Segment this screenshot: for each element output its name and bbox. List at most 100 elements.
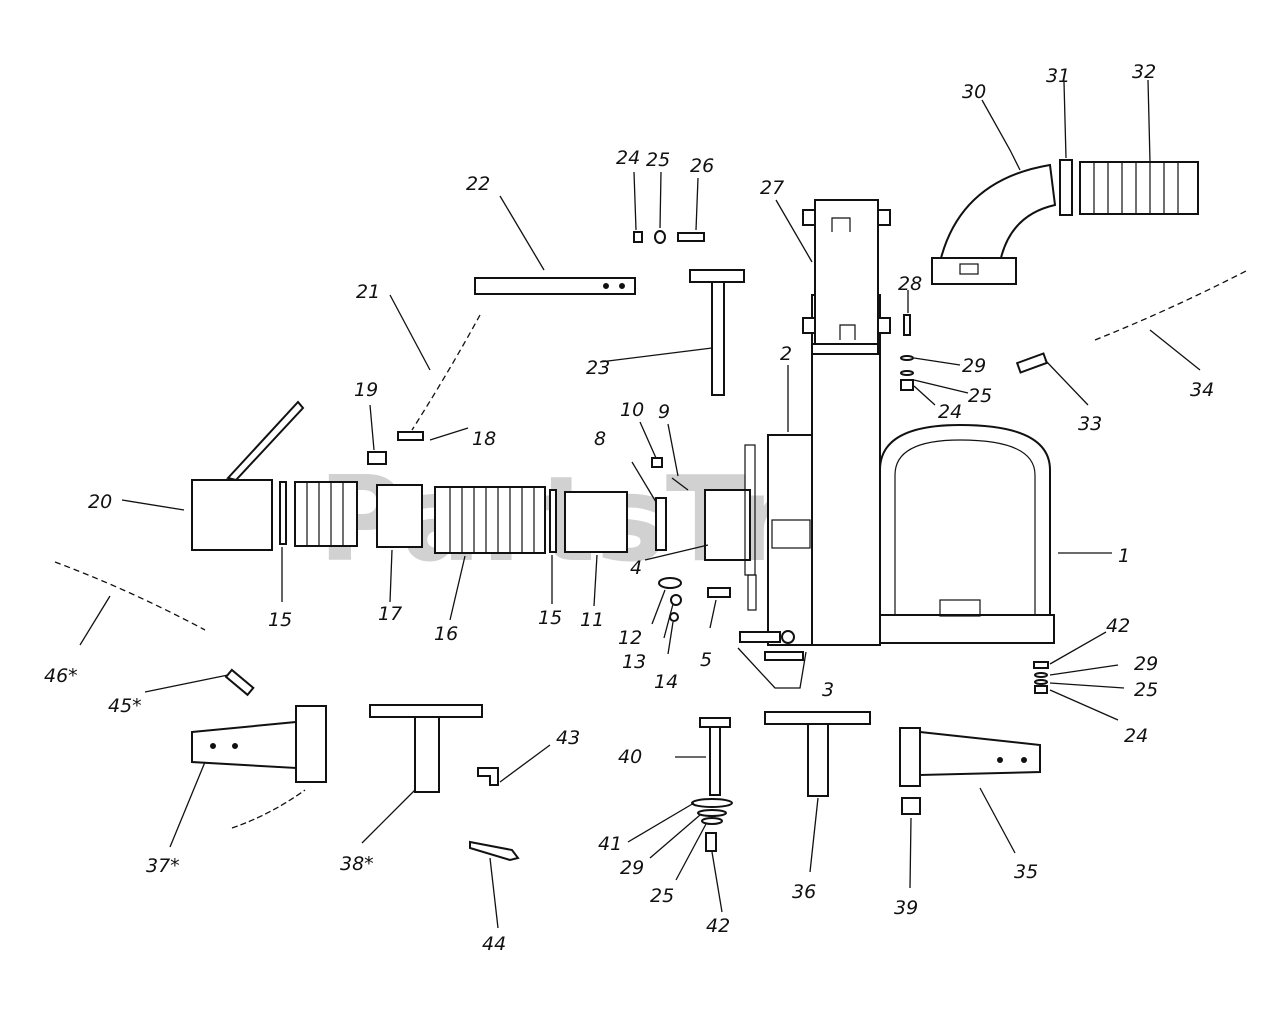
callout-24-top: 24 xyxy=(616,147,640,169)
callout-27: 27 xyxy=(760,177,784,199)
callout-25-lower: 25 xyxy=(650,885,674,907)
part-hose-segment xyxy=(294,481,358,547)
part-19-nut xyxy=(367,451,387,465)
callout-10: 10 xyxy=(620,399,644,421)
part-44-pin xyxy=(469,840,520,862)
part-15-gasket-right xyxy=(549,489,557,553)
part-30-chute xyxy=(931,163,1057,285)
part-25-washer-top xyxy=(654,230,666,244)
part-42-bolt-stack-right xyxy=(1033,661,1049,694)
part-31-gasket xyxy=(1059,159,1073,216)
callout-23: 23 xyxy=(586,357,610,379)
callout-13: 13 xyxy=(622,651,646,673)
callout-25-right: 25 xyxy=(1134,679,1158,701)
part-46-chain xyxy=(54,561,206,631)
callout-2: 2 xyxy=(780,343,792,365)
part-15-gasket-left xyxy=(279,481,287,545)
callout-17: 17 xyxy=(378,603,402,625)
callout-43: 43 xyxy=(556,727,580,749)
callout-15-left: 15 xyxy=(268,609,292,631)
part-39-pad xyxy=(901,797,921,815)
callout-25-top: 25 xyxy=(646,149,670,171)
callout-29-right: 29 xyxy=(1134,653,1158,675)
callout-16: 16 xyxy=(434,623,458,645)
callout-9: 9 xyxy=(658,401,670,423)
callout-36: 36 xyxy=(792,881,816,903)
part-10-clip xyxy=(651,457,663,468)
callout-4: 4 xyxy=(630,557,642,579)
part-20-box xyxy=(191,400,305,551)
part-32-hose xyxy=(1079,161,1199,215)
callout-26: 26 xyxy=(690,155,714,177)
part-9-pin xyxy=(671,477,689,491)
callout-30: 30 xyxy=(962,81,986,103)
part-28-bolt-stack xyxy=(900,314,914,391)
part-36-support xyxy=(764,711,871,797)
part-18-pin xyxy=(397,431,424,441)
callout-33: 33 xyxy=(1078,413,1102,435)
part-35-bracket xyxy=(899,727,1041,787)
callout-42-right: 42 xyxy=(1106,615,1130,637)
callout-31: 31 xyxy=(1046,65,1070,87)
part-27-bracket xyxy=(802,199,891,355)
part-11-box xyxy=(564,491,628,553)
part-22-bar xyxy=(474,277,636,295)
callout-37: 37* xyxy=(146,855,180,877)
part-14-nut xyxy=(669,612,679,622)
callout-5: 5 xyxy=(700,649,712,671)
callout-34: 34 xyxy=(1190,379,1214,401)
part-3-bolts xyxy=(739,630,804,661)
callout-19: 19 xyxy=(354,379,378,401)
part-21-chain xyxy=(411,314,481,431)
part-41-washer-stack xyxy=(691,798,733,852)
part-4-housing xyxy=(704,434,813,646)
callout-12: 12 xyxy=(618,627,642,649)
callout-32: 32 xyxy=(1132,61,1156,83)
callout-42-lower: 42 xyxy=(706,915,730,937)
part-45-turnbuckle xyxy=(224,668,255,697)
part-40-pin xyxy=(699,717,731,796)
callout-24-right: 24 xyxy=(1124,725,1148,747)
callout-24-upper: 24 xyxy=(938,401,962,423)
callout-28: 28 xyxy=(898,273,922,295)
callout-39: 39 xyxy=(894,897,918,919)
callout-38: 38* xyxy=(340,853,374,875)
callout-14: 14 xyxy=(654,671,678,693)
part-37-hitch xyxy=(191,705,327,829)
callout-35: 35 xyxy=(1014,861,1038,883)
part-26-bolt xyxy=(677,232,705,242)
part-8-rod xyxy=(655,497,667,551)
callout-41: 41 xyxy=(598,833,622,855)
part-38-bracket xyxy=(369,704,483,793)
part-16-hose xyxy=(434,486,546,554)
callout-40: 40 xyxy=(618,746,642,768)
callout-46: 46* xyxy=(44,665,78,687)
callout-18: 18 xyxy=(472,428,496,450)
part-17-sleeve xyxy=(376,484,423,548)
part-13-washer xyxy=(670,594,682,606)
part-12-washer xyxy=(658,577,682,589)
part-23-post xyxy=(689,269,745,396)
callout-21: 21 xyxy=(356,281,380,303)
callout-25-upper: 25 xyxy=(968,385,992,407)
part-1-frame xyxy=(877,423,1055,644)
callout-15-right: 15 xyxy=(538,607,562,629)
callout-labels: 1 2 3 4 5 8 9 10 11 12 13 14 15 15 16 17… xyxy=(44,61,1214,955)
callout-8: 8 xyxy=(594,428,606,450)
callout-45: 45* xyxy=(108,695,142,717)
callout-11: 11 xyxy=(580,609,604,631)
callout-29-upper: 29 xyxy=(962,355,986,377)
part-5-bolt xyxy=(707,587,731,598)
part-34-chain xyxy=(1094,269,1249,341)
leader-lines xyxy=(79,79,1201,929)
part-24-nut-top xyxy=(633,231,643,243)
callout-29-lower: 29 xyxy=(620,857,644,879)
callout-1: 1 xyxy=(1118,545,1130,567)
part-43-angle xyxy=(477,767,499,786)
callout-3: 3 xyxy=(822,679,834,701)
callout-20: 20 xyxy=(88,491,112,513)
callout-44: 44 xyxy=(482,933,506,955)
callout-22: 22 xyxy=(466,173,490,195)
part-33-turnbuckle xyxy=(1015,352,1049,374)
